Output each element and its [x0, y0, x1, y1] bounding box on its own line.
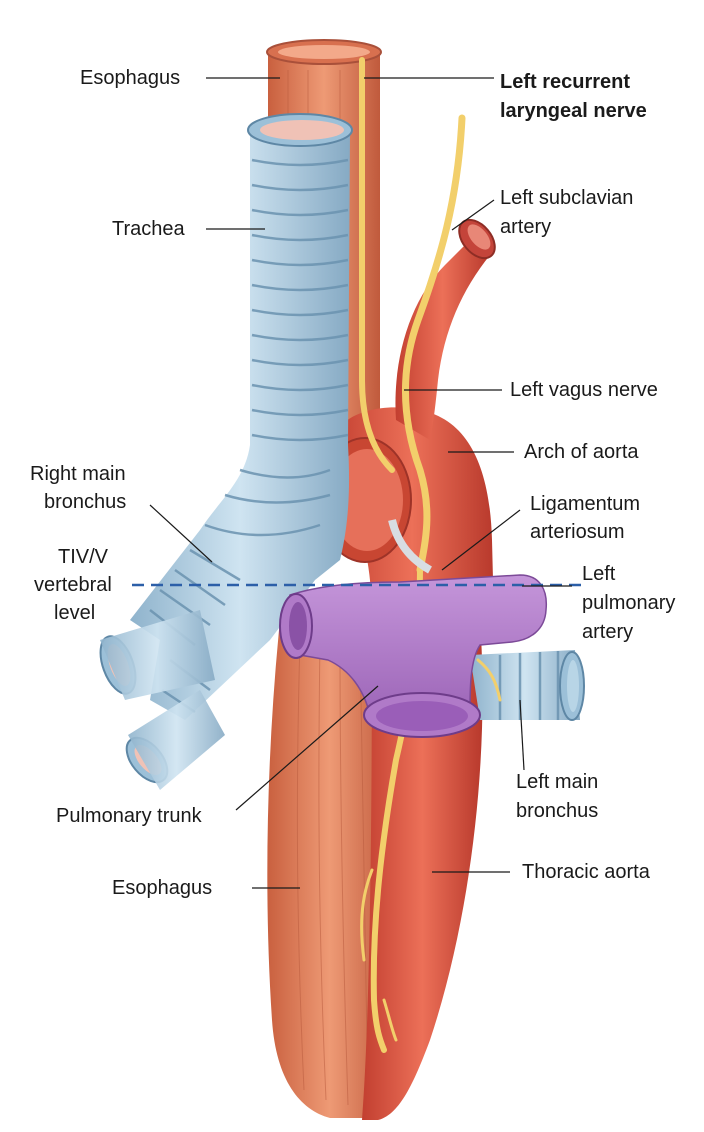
label-left-recurrent-laryngeal-nerve-line2: laryngeal nerve	[500, 100, 647, 122]
aorta	[318, 218, 496, 1120]
label-tiv-v-line2: vertebral	[34, 574, 112, 596]
label-ligamentum-arteriosum-line2: arteriosum	[530, 521, 625, 543]
label-pulmonary-trunk: Pulmonary trunk	[56, 805, 202, 827]
label-left-pulmonary-artery-line1: Left	[582, 563, 616, 585]
label-left-recurrent-laryngeal-nerve-line1: Left recurrent	[500, 71, 631, 93]
label-right-main-bronchus-line1: Right main	[30, 463, 126, 485]
label-ligamentum-arteriosum-line1: Ligamentum	[530, 493, 641, 515]
label-tiv-v-line1: TIV/V	[58, 546, 109, 568]
label-arch-of-aorta: Arch of aorta	[524, 441, 639, 463]
label-tiv-v-line3: level	[54, 602, 96, 624]
label-left-main-bronchus-line2: bronchus	[516, 800, 599, 822]
leader-lines	[149, 77, 572, 889]
label-esophagus-top: Esophagus	[80, 67, 181, 89]
label-trachea: Trachea	[112, 218, 185, 240]
label-esophagus-bottom: Esophagus	[112, 877, 213, 899]
label-right-main-bronchus-line2: bronchus	[44, 491, 127, 513]
label-left-subclavian-artery-line2: artery	[500, 216, 552, 238]
pulmonary-trunk	[279, 574, 548, 738]
label-left-vagus-nerve: Left vagus nerve	[510, 379, 658, 401]
label-left-pulmonary-artery-line3: artery	[582, 621, 634, 643]
ligamentum-arteriosum	[388, 518, 433, 574]
label-left-subclavian-artery-line1: Left subclavian	[500, 187, 634, 209]
trachea	[99, 113, 585, 790]
label-thoracic-aorta: Thoracic aorta	[522, 861, 650, 883]
label-left-pulmonary-artery-line2: pulmonary	[582, 592, 676, 614]
label-left-main-bronchus-line1: Left main	[516, 771, 599, 793]
